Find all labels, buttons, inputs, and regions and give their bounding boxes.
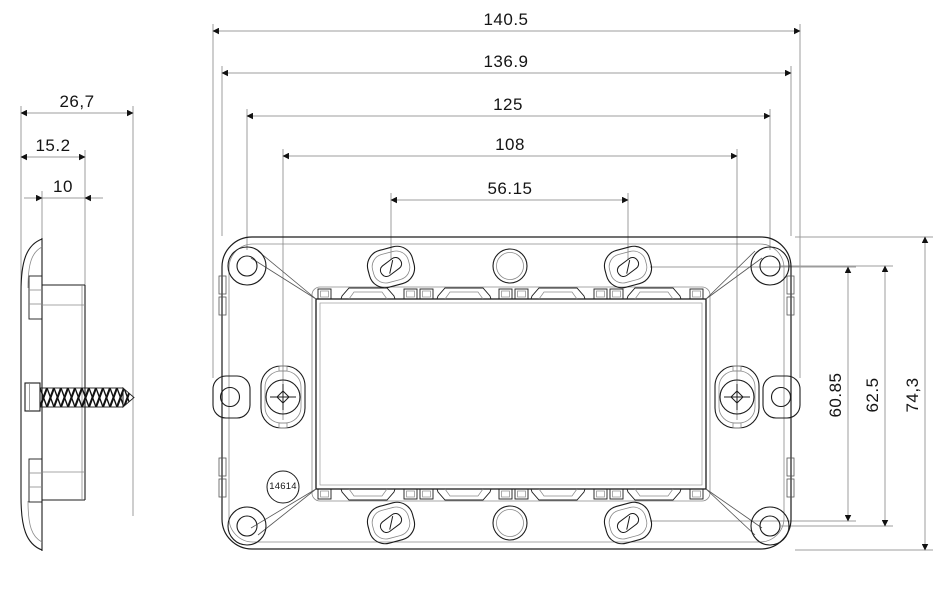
window-clips-top bbox=[317, 287, 704, 300]
dim-overall-height: 74,3 bbox=[903, 377, 922, 413]
side-lugs bbox=[212, 375, 801, 419]
dim-body-width: 136.9 bbox=[483, 52, 529, 71]
dim-slot-spacing-h: 56.15 bbox=[487, 179, 533, 198]
frame-recess-outline bbox=[311, 286, 711, 502]
corner-gussets bbox=[250, 250, 763, 536]
part-marking-label: 14614 bbox=[269, 481, 297, 492]
module-window bbox=[315, 298, 707, 490]
dim-side-screw-spacing-h: 108 bbox=[495, 135, 525, 154]
dim-corner-hole-spacing-h: 125 bbox=[493, 95, 523, 114]
dim-overall-depth: 26,7 bbox=[59, 92, 95, 111]
phillips-screw-icon bbox=[719, 379, 755, 415]
claw-screw-left bbox=[260, 365, 306, 429]
phillips-screw-icon bbox=[265, 379, 301, 415]
side-faceplate-outline bbox=[20, 238, 43, 551]
dimension-lines bbox=[20, 27, 929, 551]
side-view bbox=[20, 238, 135, 551]
claw-screw-right bbox=[714, 365, 760, 429]
center-holes bbox=[492, 248, 528, 541]
dim-corner-hole-spacing-v: 62.5 bbox=[863, 377, 882, 413]
side-rail-bottom bbox=[28, 458, 43, 503]
part-marking-badge bbox=[266, 470, 300, 504]
front-view bbox=[212, 236, 801, 550]
edge-marks bbox=[218, 275, 795, 498]
dim-slot-spacing-v: 60.85 bbox=[826, 372, 845, 418]
screw-head bbox=[24, 382, 41, 412]
side-rail-top bbox=[28, 275, 43, 320]
frame-outer-outline bbox=[221, 236, 792, 550]
screw-icon bbox=[24, 382, 135, 412]
screw-tip bbox=[122, 387, 135, 408]
window-clips-bottom bbox=[317, 488, 704, 501]
dim-depth-to-tab: 15.2 bbox=[35, 136, 71, 155]
frame-inner-outline bbox=[228, 243, 785, 543]
dim-overall-width: 140.5 bbox=[483, 10, 529, 29]
screw-thread bbox=[39, 387, 124, 408]
dim-body-depth: 10 bbox=[53, 177, 73, 196]
oblong-slots bbox=[366, 245, 653, 545]
corner-holes bbox=[227, 246, 790, 546]
